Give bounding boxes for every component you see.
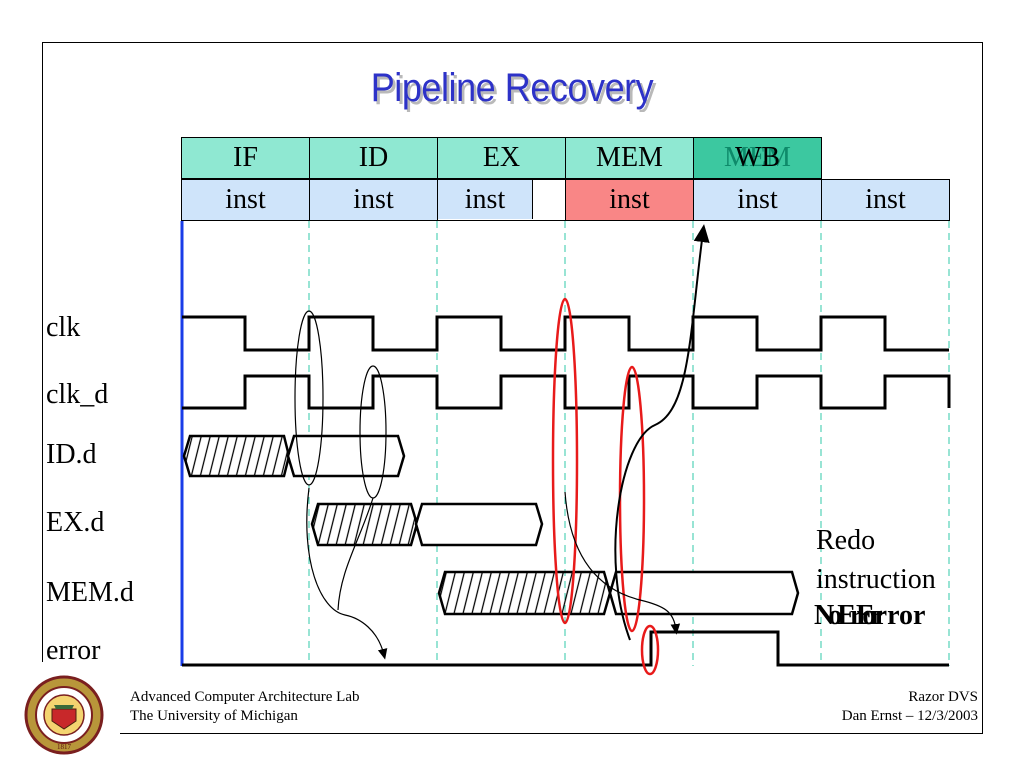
inst-cell-1: inst — [181, 179, 310, 221]
arrow-id-to-error — [306, 487, 388, 660]
mem-d-data-hatched — [437, 570, 612, 616]
highlight-error-rise — [640, 624, 660, 676]
highlight-clk-edge — [551, 297, 579, 625]
no-error-label: No Error — [814, 600, 883, 631]
redo-instruction-label: instruction — [816, 564, 936, 595]
stage-wb-label: WB — [734, 142, 781, 173]
slide-frame-top — [42, 42, 983, 43]
ex-d-data-hatched — [310, 502, 419, 547]
ex-d-data-valid — [414, 502, 544, 547]
slide-frame-left — [42, 42, 43, 662]
signal-label-mem-d: MEM.d — [46, 577, 134, 608]
arrow-mem-sample — [564, 491, 681, 635]
slide-frame-bottom — [120, 733, 983, 734]
arrow-redo — [614, 224, 710, 641]
footer-author-date: Dan Ernst – 12/3/2003 — [841, 708, 978, 724]
inst-cell-3-fill — [438, 180, 533, 219]
stage-mem-overlay: MEM — [724, 142, 791, 173]
university-seal-logo: 1817 — [24, 675, 104, 755]
stage-if: IF — [181, 137, 310, 179]
error-label: Error — [856, 600, 926, 631]
inst-cell-5: inst — [693, 179, 822, 221]
signal-label-clk-d: clk_d — [46, 379, 109, 410]
stage-mem: MEM — [565, 137, 694, 179]
mem-d-data-valid — [608, 570, 800, 616]
footer-project: Razor DVS — [908, 689, 978, 705]
sample-ellipse-1 — [294, 310, 324, 486]
signal-label-ex-d: EX.d — [46, 507, 105, 538]
footer-university: The University of Michigan — [130, 708, 298, 724]
redo-label: Redo — [816, 525, 876, 556]
footer-lab: Advanced Computer Architecture Lab — [130, 689, 360, 705]
clk-waveform — [182, 315, 949, 352]
id-d-data-hatched — [182, 434, 291, 478]
slide-title: Pipeline Recovery — [370, 66, 654, 110]
seal-year: 1817 — [57, 743, 72, 751]
clk-d-waveform — [182, 374, 951, 410]
inst-cell-3: inst — [437, 179, 566, 221]
inst-cell-6: inst — [821, 179, 950, 221]
signal-label-id-d: ID.d — [46, 439, 97, 470]
id-d-data-valid — [286, 434, 406, 478]
inst-cell-2: inst — [309, 179, 438, 221]
stage-ex: EX — [437, 137, 566, 179]
error-waveform — [182, 630, 949, 667]
stage-wb: MEM WB — [693, 137, 822, 179]
slide-frame-right — [982, 42, 983, 734]
signal-label-error: error — [46, 635, 101, 666]
signal-label-clk: clk — [46, 312, 81, 343]
arrow-ex-sample — [337, 497, 374, 611]
inst-cell-error: inst — [565, 179, 694, 221]
inst-cell-3-label: inst — [464, 184, 506, 215]
stage-id: ID — [309, 137, 438, 179]
